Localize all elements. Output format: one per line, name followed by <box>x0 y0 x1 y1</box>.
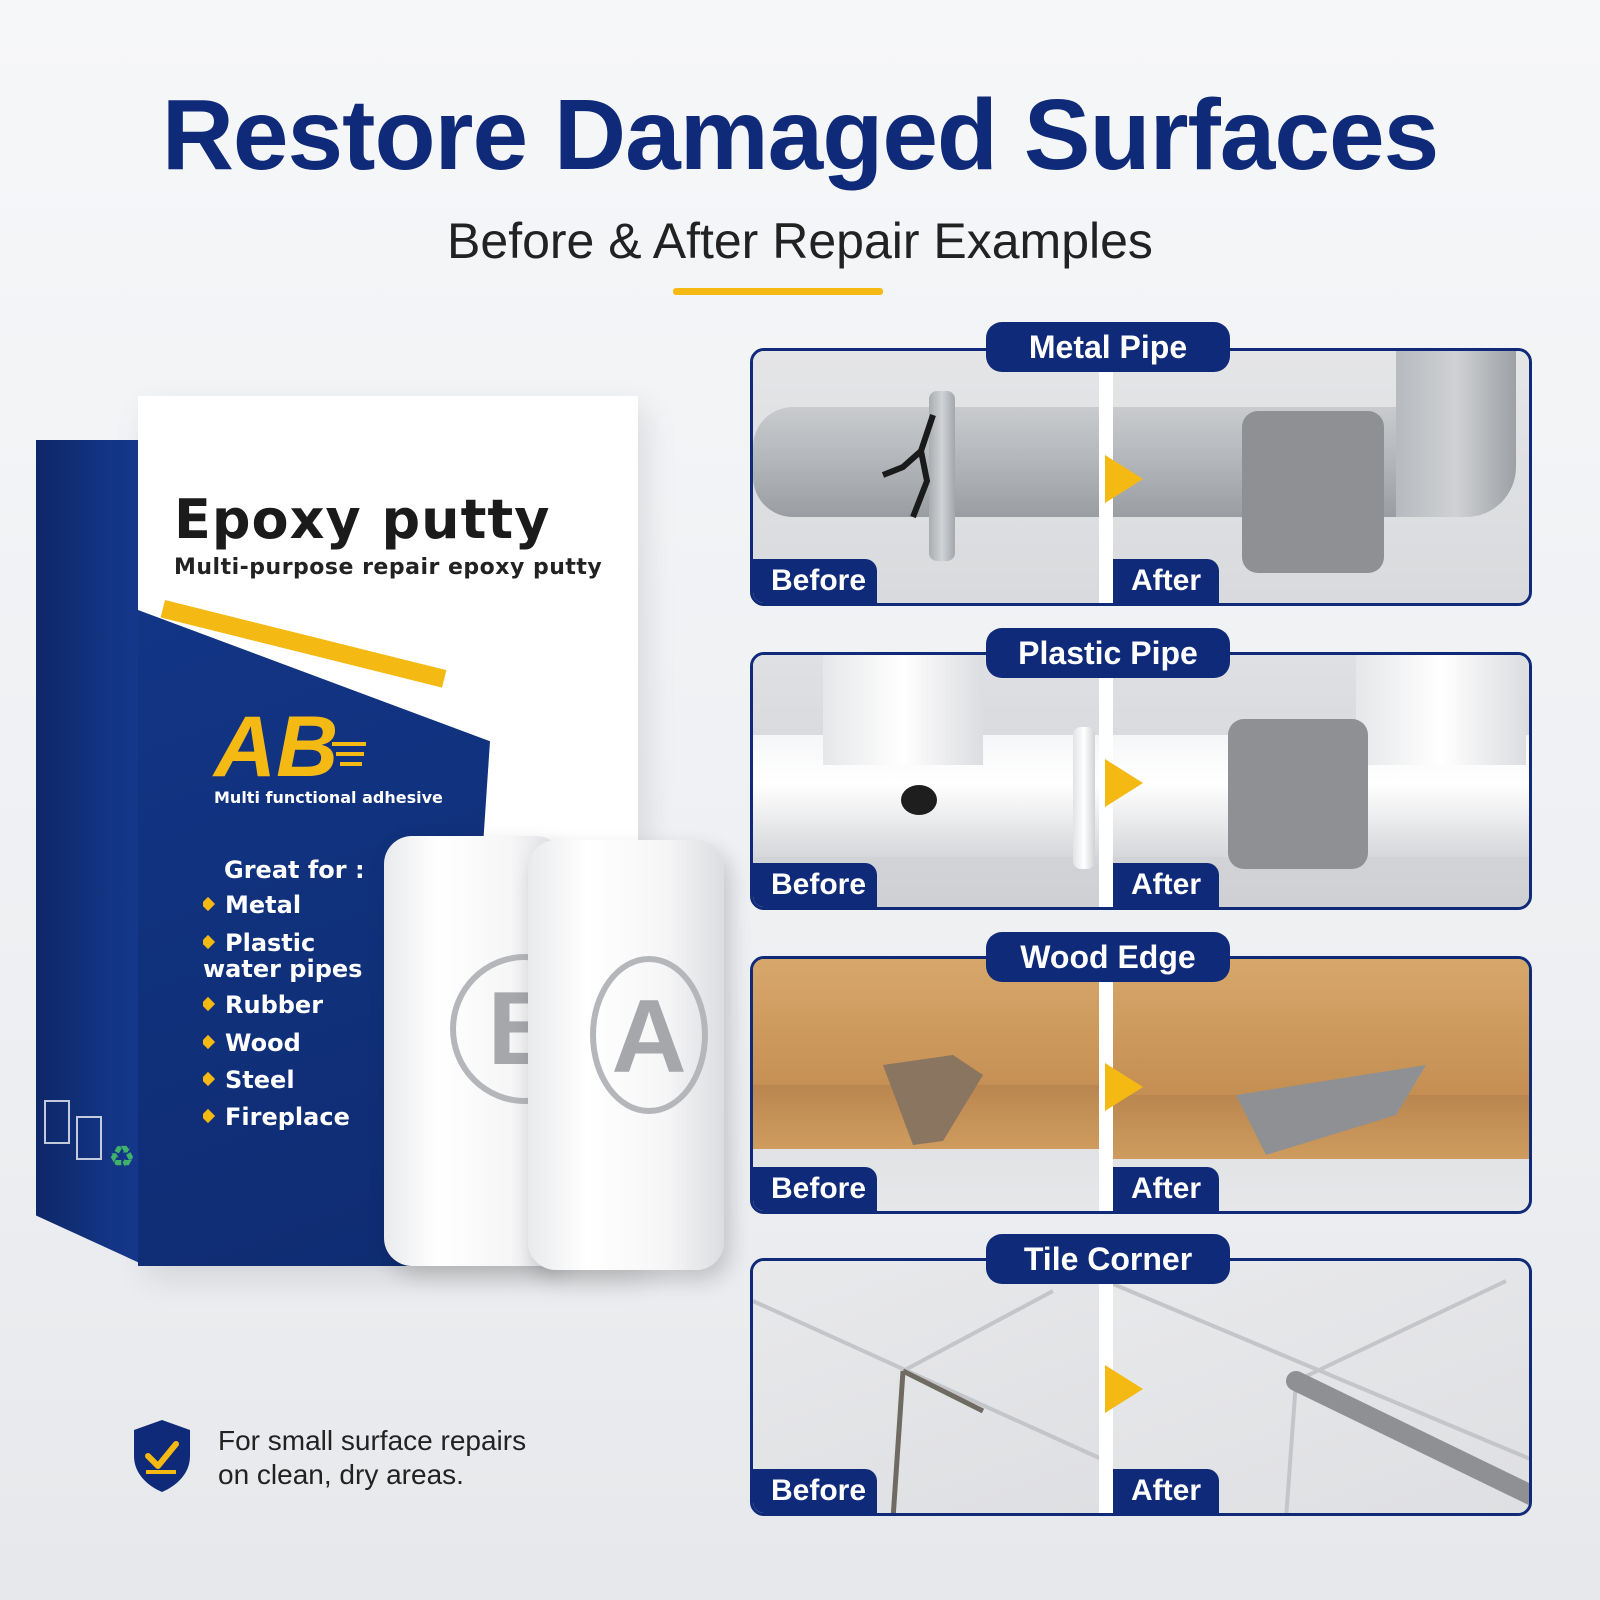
disclaimer-text: For small surface repairs on clean, dry … <box>218 1425 527 1490</box>
arrow-right-icon <box>1105 1063 1143 1111</box>
page-title: Restore Damaged Surfaces <box>161 79 1440 191</box>
example-panel-metal-pipe: Before After <box>750 348 1532 606</box>
example-panel-tile-corner: Before After <box>750 1258 1532 1516</box>
before-tag: Before <box>753 1469 877 1513</box>
recycle-icon: ♻ <box>108 1141 136 1174</box>
before-tag: Before <box>753 1167 877 1211</box>
before-tag: Before <box>753 863 877 907</box>
brand-logo-text: AB <box>212 702 338 792</box>
product-tagline: Multi-purpose repair epoxy putty <box>174 555 603 580</box>
example-panel-wood-edge: Before After <box>750 956 1532 1214</box>
example-label: Wood Edge <box>986 932 1230 982</box>
use-item: Metal <box>203 892 393 918</box>
after-tag: After <box>1113 863 1219 907</box>
shield-check-icon <box>134 1420 190 1492</box>
use-item: Rubber <box>203 992 393 1018</box>
uses-heading: Great for : <box>224 856 365 884</box>
chipped-corner-mark <box>883 1055 983 1145</box>
certification-icon <box>44 1100 70 1144</box>
diamond-bullet-icon <box>203 1108 216 1124</box>
putty-patch-mark <box>1236 1065 1426 1155</box>
example-label: Metal Pipe <box>986 322 1230 372</box>
diamond-bullet-icon <box>203 896 216 912</box>
after-tag: After <box>1113 559 1219 603</box>
page-subtitle: Before & After Repair Examples <box>447 213 1153 269</box>
diamond-bullet-icon <box>203 1034 216 1050</box>
diamond-bullet-icon <box>203 996 216 1012</box>
putty-label-a: A <box>590 956 708 1114</box>
tile-grout-lines <box>753 1289 1106 1513</box>
use-item: Fireplace <box>203 1104 393 1130</box>
after-image <box>1106 655 1529 907</box>
box-side-panel <box>36 440 144 1265</box>
example-label: Plastic Pipe <box>986 628 1230 678</box>
brand-tagline: Multi functional adhesive <box>214 788 443 807</box>
accent-underline <box>673 288 883 295</box>
use-item: Wood <box>203 1030 393 1056</box>
tile-grout-lines <box>1106 1279 1529 1513</box>
after-tag: After <box>1113 1469 1219 1513</box>
example-label: Tile Corner <box>986 1234 1230 1284</box>
putty-bar-a: A <box>528 840 724 1270</box>
example-panel-plastic-pipe: Before After <box>750 652 1532 910</box>
crack-mark <box>881 414 936 519</box>
product-name: Epoxy putty <box>174 488 551 551</box>
after-tag: After <box>1113 1167 1219 1211</box>
brand-logo: AB <box>212 702 366 792</box>
arrow-right-icon <box>1105 455 1143 503</box>
certification-icon <box>76 1116 102 1160</box>
arrow-right-icon <box>1105 1365 1143 1413</box>
before-tag: Before <box>753 559 877 603</box>
arrow-right-icon <box>1105 759 1143 807</box>
use-item: Plastic water pipes <box>203 930 393 982</box>
use-item: Steel <box>203 1067 393 1093</box>
diamond-bullet-icon <box>203 1071 216 1087</box>
diamond-bullet-icon <box>203 934 216 950</box>
